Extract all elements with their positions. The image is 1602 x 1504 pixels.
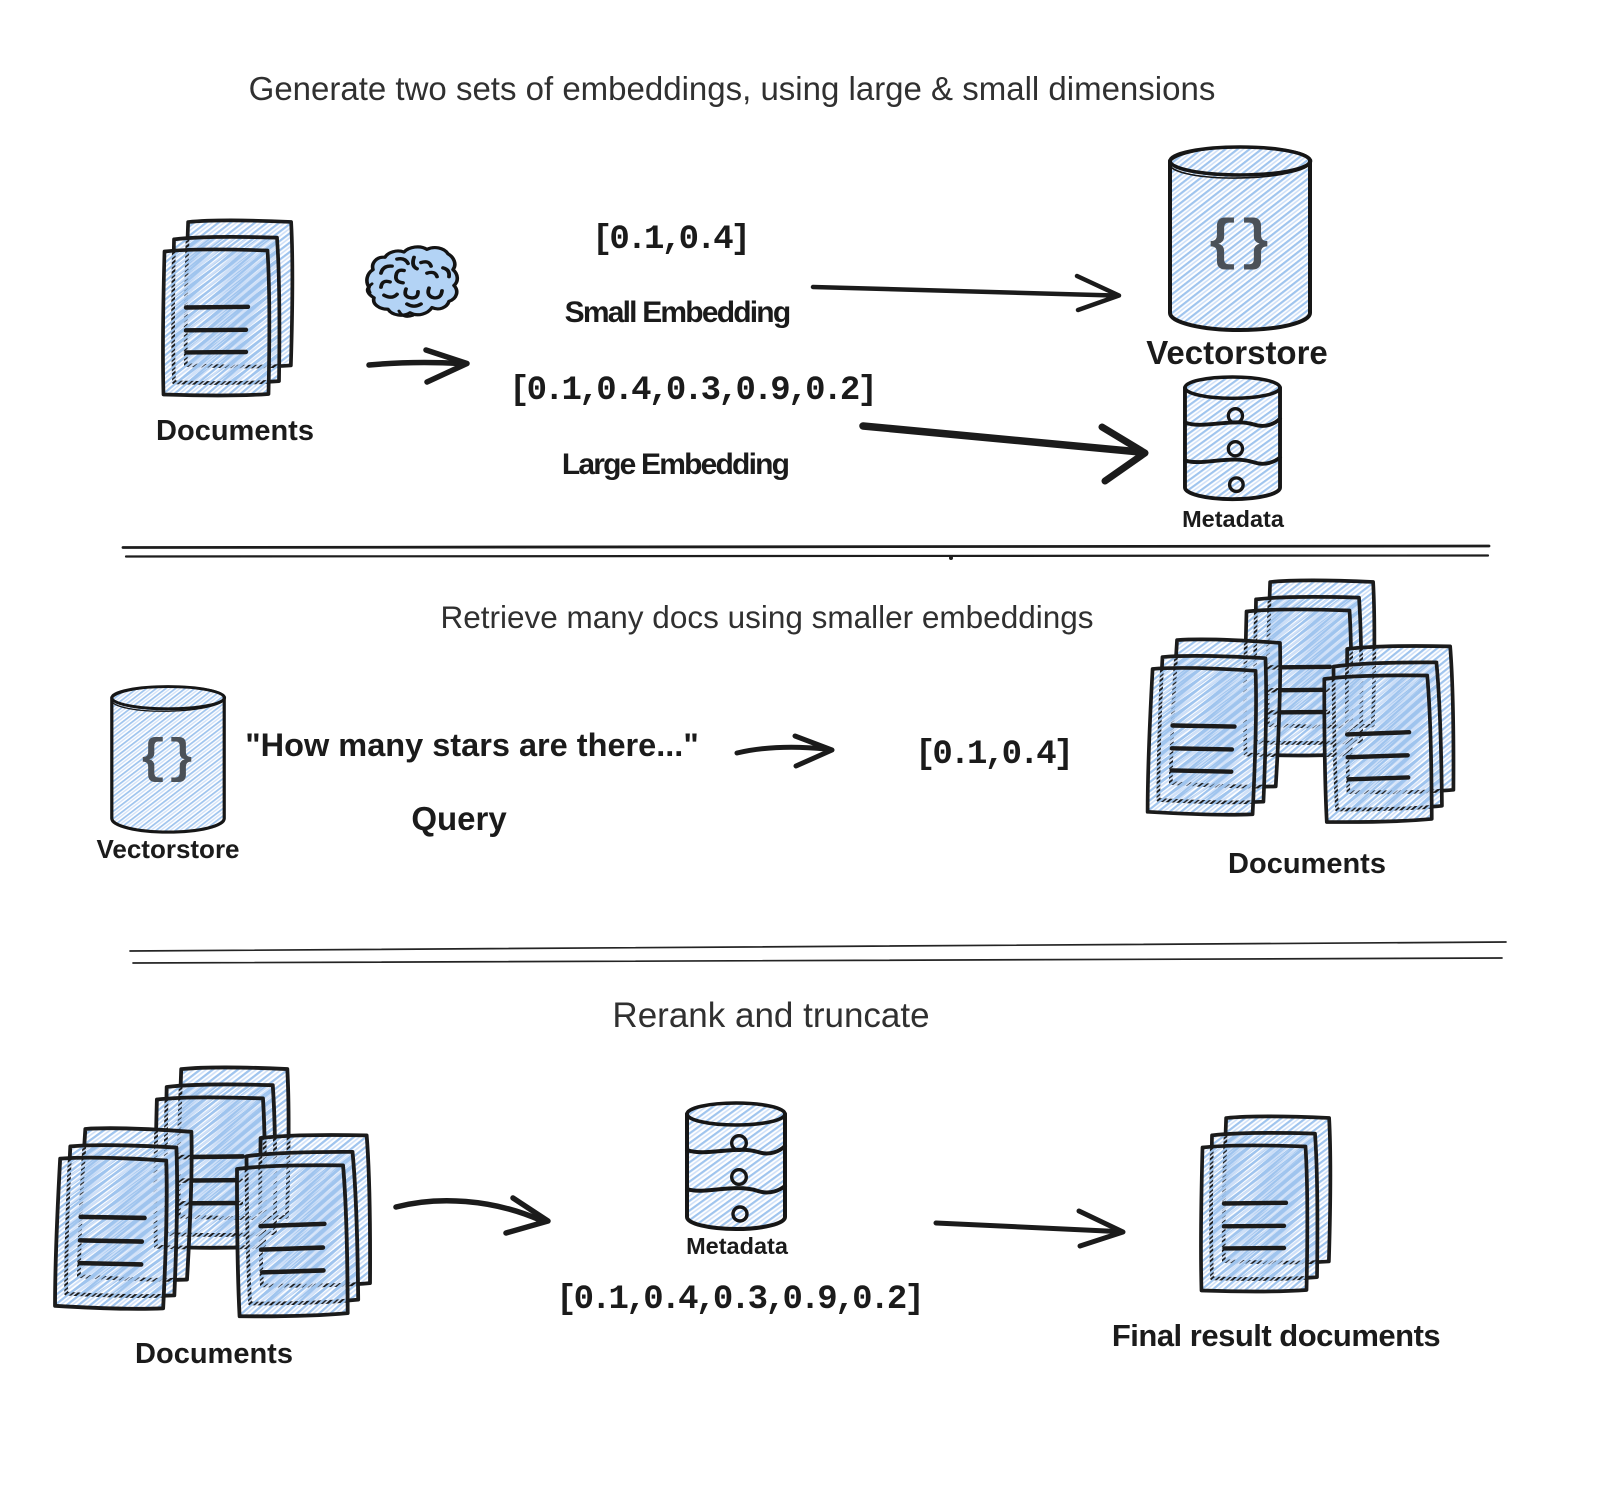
svg-text:[0.1,0.4,0.3,0.9,0.2]: [0.1,0.4,0.3,0.9,0.2] (509, 372, 874, 410)
svg-text:Rerank and truncate: Rerank and truncate (612, 996, 929, 1035)
svg-text:Retrieve many docs using small: Retrieve many docs using smaller embeddi… (440, 599, 1093, 635)
svg-text:Final result documents: Final result documents (1112, 1318, 1440, 1353)
svg-text:[0.1,0.4]: [0.1,0.4] (915, 736, 1071, 774)
svg-text:Large Embedding: Large Embedding (562, 448, 789, 481)
svg-text:Query: Query (411, 800, 507, 837)
svg-text:Generate two sets of embedding: Generate two sets of embeddings, using l… (249, 70, 1216, 107)
svg-text:[0.1,0.4]: [0.1,0.4] (592, 221, 748, 259)
svg-text:Vectorstore: Vectorstore (1146, 334, 1328, 371)
svg-text:Vectorstore: Vectorstore (96, 834, 239, 864)
svg-text:Metadata: Metadata (686, 1233, 789, 1259)
svg-text:{}: {} (1205, 211, 1272, 275)
svg-text:[0.1,0.4,0.3,0.9,0.2]: [0.1,0.4,0.3,0.9,0.2] (556, 1281, 921, 1319)
svg-text:Documents: Documents (156, 415, 314, 447)
svg-text:"How many stars are there...": "How many stars are there..." (245, 727, 699, 763)
svg-text:Small Embedding: Small Embedding (565, 296, 790, 329)
svg-text:{}: {} (138, 733, 196, 787)
svg-text:Metadata: Metadata (1182, 506, 1285, 532)
svg-text:Documents: Documents (135, 1338, 293, 1370)
svg-text:Documents: Documents (1228, 848, 1386, 880)
